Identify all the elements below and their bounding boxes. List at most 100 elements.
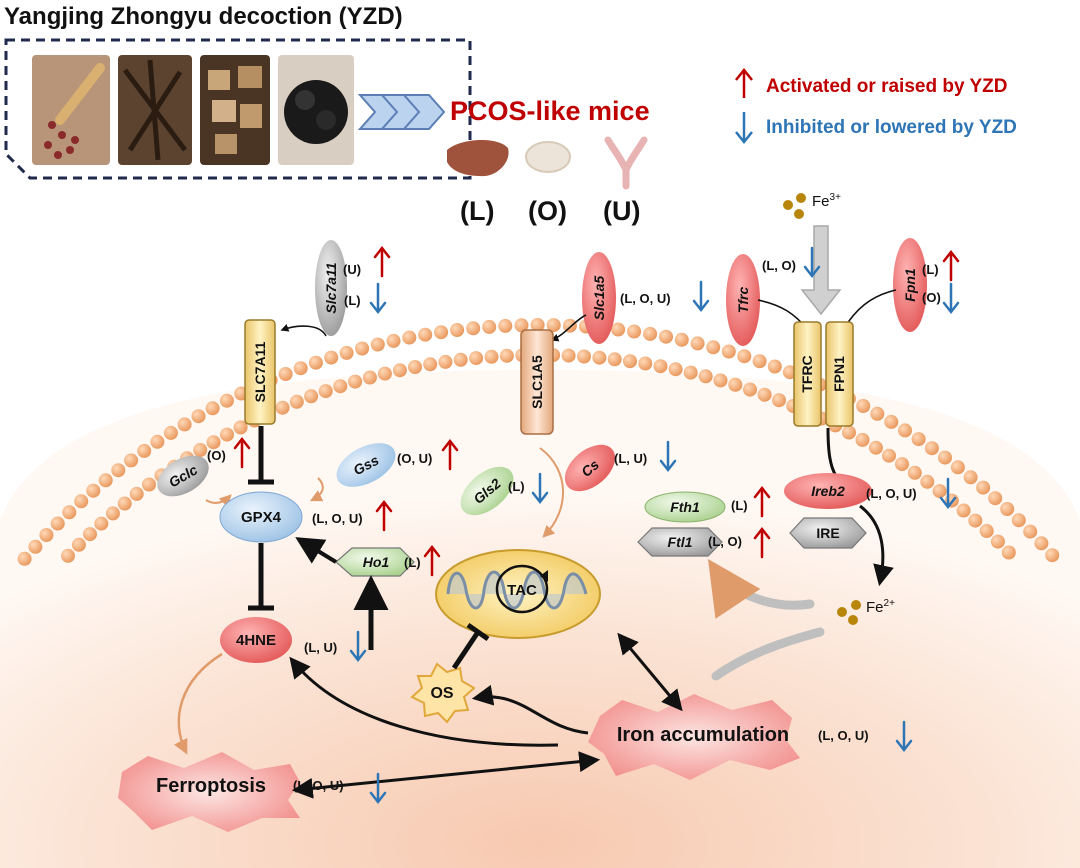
iron-to-os-arrow xyxy=(471,684,589,735)
iron-to-4hne-arrow xyxy=(289,656,559,747)
membrane-bead-inner xyxy=(882,448,896,463)
membrane-bead-inner xyxy=(129,486,144,501)
gpx4-tag: (L, O, U) xyxy=(312,511,363,526)
iron-accumulation-tag: (L, O, U) xyxy=(818,728,869,743)
gene-cs: Cs xyxy=(564,444,616,492)
gss-tag: (O, U) xyxy=(397,451,432,466)
membrane-bead-inner xyxy=(743,382,757,397)
membrane-bead-outer xyxy=(339,345,354,360)
membrane-bead-inner xyxy=(653,359,668,374)
membrane-bead-inner xyxy=(206,435,221,450)
tissue-code-liver: (L) xyxy=(460,196,494,226)
membrane-bead-outer xyxy=(137,443,152,458)
membrane-bead-inner xyxy=(469,351,484,366)
membrane-bead-inner xyxy=(956,503,971,518)
membrane-bead-inner xyxy=(772,393,786,408)
membrane-bead-inner xyxy=(362,370,377,385)
membrane-bead-outer xyxy=(562,318,577,333)
gss-to-gpx4-arrow xyxy=(309,477,324,502)
ovary-icon xyxy=(525,141,571,173)
ftl1-up-arrow-icon xyxy=(753,526,771,559)
tac-label: TAC xyxy=(507,582,537,599)
membrane-bead-outer xyxy=(674,332,689,347)
membrane-bead-inner xyxy=(233,420,248,435)
membrane-bead-outer xyxy=(963,470,978,485)
membrane-bead-inner xyxy=(193,443,208,457)
regulation-arrows xyxy=(233,245,960,805)
slc7a11-down-arrow-icon xyxy=(369,282,387,315)
membrane-bead-inner xyxy=(990,534,1005,549)
gene-ireb2: Ireb2 xyxy=(784,473,872,509)
membrane-bead-outer xyxy=(205,401,220,416)
membrane-bead-inner xyxy=(499,348,514,363)
membrane-bead-inner xyxy=(868,440,883,455)
membrane-bead-inner xyxy=(275,400,290,415)
svg-text:4HNE: 4HNE xyxy=(236,632,276,649)
membrane-bead-inner xyxy=(713,373,728,388)
membrane-bead-outer xyxy=(450,323,465,337)
fe2-particle xyxy=(837,607,847,617)
legend-down-text: Inhibited or lowered by YZD xyxy=(766,117,1017,138)
membrane-bead-outer xyxy=(482,319,497,334)
svg-text:Fth1: Fth1 xyxy=(670,499,700,515)
membrane-bead-inner xyxy=(979,524,994,538)
membrane-bead-inner xyxy=(438,354,453,369)
membrane-bead-inner xyxy=(728,377,743,392)
ireb2-down-arrow-icon xyxy=(939,477,957,510)
legend-up-arrow-icon xyxy=(735,67,753,98)
svg-text:SLC7A11: SLC7A11 xyxy=(252,341,268,402)
fth1-up-arrow-icon xyxy=(753,485,771,518)
tfrc-tag: (L, O) xyxy=(762,258,796,273)
legend: Activated or raised by YZD Inhibited or … xyxy=(735,67,1017,145)
membrane-bead-inner xyxy=(83,527,97,542)
legend-down-arrow-icon xyxy=(735,112,753,145)
slc7a11-tag-up: (U) xyxy=(343,262,361,277)
membrane-bead-inner xyxy=(408,360,422,374)
membrane-bead-outer xyxy=(924,441,939,456)
fe3-particle xyxy=(796,193,806,203)
membrane-bead-inner xyxy=(304,389,319,404)
iron-ferroptosis-bidirectional xyxy=(291,751,601,799)
membrane-bead-outer xyxy=(17,551,32,566)
membrane-bead-outer xyxy=(98,473,113,488)
membrane-bead-inner xyxy=(920,474,935,489)
svg-text:Ireb2: Ireb2 xyxy=(811,483,845,499)
fe2-particle xyxy=(848,615,858,625)
gpx4-inhibits-4hne xyxy=(248,543,274,611)
svg-text:Tfrc: Tfrc xyxy=(735,287,751,314)
slc1a5-tag: (L, O, U) xyxy=(620,291,671,306)
svg-text:Ferroptosis: Ferroptosis xyxy=(156,775,266,797)
diagram-title: Yangjing Zhongyu decoction (YZD) xyxy=(4,3,403,30)
ireb2-to-fe2-arrow xyxy=(859,504,894,587)
cell-membrane xyxy=(17,318,1060,566)
membrane-bead-outer xyxy=(898,423,912,438)
tissue-code-ovary: (O) xyxy=(528,196,567,226)
membrane-bead-outer xyxy=(752,354,767,369)
slc7a11-regulation-arrow xyxy=(280,324,327,337)
svg-text:Fpn1: Fpn1 xyxy=(902,268,918,302)
gclc-to-gpx4-arrow xyxy=(205,494,232,508)
membrane-bead-inner xyxy=(757,387,772,402)
membrane-bead-outer xyxy=(767,359,782,374)
protein-gpx4: GPX4 xyxy=(219,491,303,543)
tissue-code-uterus: (U) xyxy=(603,196,640,226)
membrane-bead-outer xyxy=(659,329,673,344)
membrane-bead-outer xyxy=(611,322,626,337)
membrane-bead-outer xyxy=(643,326,658,341)
gene-fth1: Fth1 xyxy=(644,491,726,523)
herb-image-panel xyxy=(4,38,472,180)
membrane-bead-outer xyxy=(62,505,77,520)
membrane-bead-inner xyxy=(855,432,870,447)
os-inhibits-mitochondrion xyxy=(451,622,490,670)
membrane-bead-outer xyxy=(1045,548,1060,563)
membrane-bead-outer xyxy=(434,325,449,340)
membrane-bead-inner xyxy=(638,356,653,371)
membrane-bead-outer xyxy=(546,318,561,333)
protein-ire: IRE xyxy=(789,517,867,549)
membrane-bead-outer xyxy=(163,425,178,440)
membrane-bead-inner xyxy=(842,425,856,440)
svg-text:Slc1a5: Slc1a5 xyxy=(591,276,607,321)
gene-gss: Gss xyxy=(336,443,396,487)
iron-accumulation-node: Iron accumulation xyxy=(588,694,800,780)
svg-text:TFRC: TFRC xyxy=(799,355,815,392)
